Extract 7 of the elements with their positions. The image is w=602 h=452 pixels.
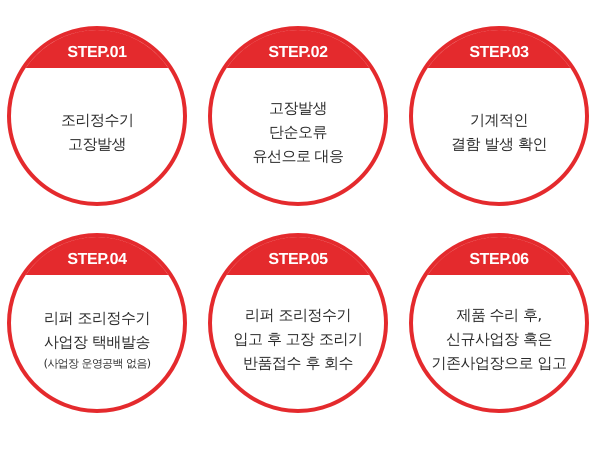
- step-description: 리퍼 조리정수기 입고 후 고장 조리기 반품접수 후 회수: [234, 305, 362, 374]
- step-description: 기계적인 결함 발생 확인: [451, 110, 547, 155]
- step-description: 조리정수기 고장발생: [60, 110, 134, 155]
- step-description: 제품 수리 후, 신규사업장 혹은 기존사업장으로 입고: [432, 305, 566, 374]
- step-description: 고장발생 단순오류 유선으로 대응: [252, 98, 344, 167]
- step-note: (사업장 운영공백 없음): [44, 356, 150, 372]
- step-description: 리퍼 조리정수기 사업장 택배발송: [44, 308, 150, 353]
